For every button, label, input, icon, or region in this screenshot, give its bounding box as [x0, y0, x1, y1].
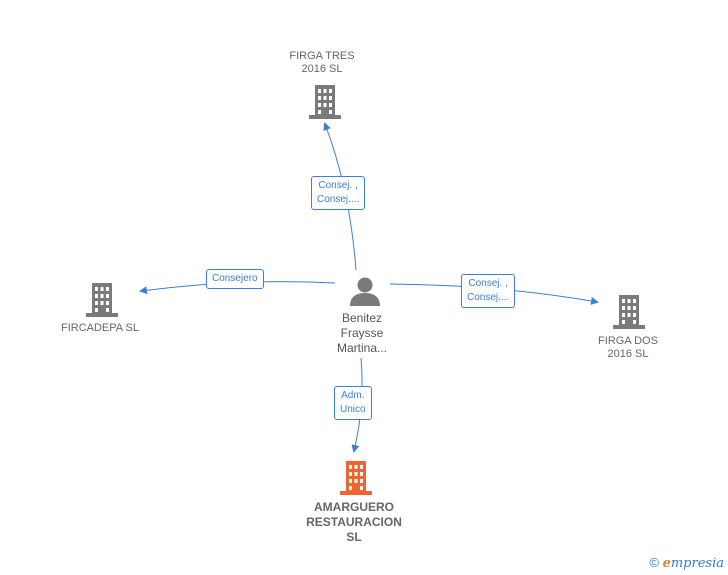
edge-label-left[interactable]: Consejero [206, 269, 264, 289]
brand-logo-rest: mpresia [670, 556, 724, 571]
edge-label-line: Consej. , [468, 278, 508, 289]
node-label-line: RESTAURACION [306, 515, 402, 529]
brand-logo-initial: e [662, 556, 671, 571]
edge-label-line: Consej.... [467, 292, 510, 303]
node-label-line: SL [346, 530, 362, 544]
node-label-fircadepa[interactable]: FIRCADEPA SL [40, 322, 160, 335]
node-label-line: FIRGA TRES [289, 50, 355, 62]
edge-label-top[interactable]: Consej. , Consej.... [311, 176, 366, 210]
person-icon[interactable] [349, 276, 381, 306]
person-label-line: Fraysse [340, 326, 384, 340]
node-label-line: 2016 SL [607, 348, 649, 360]
edge-label-line: Consejero [212, 273, 258, 284]
node-label-line: AMARGUERO [314, 500, 394, 514]
brand-logo: empresia [663, 556, 724, 571]
edge-label-bottom[interactable]: Adm. Unico [334, 386, 372, 420]
building-icon[interactable] [86, 283, 118, 317]
edge-label-line: Consej. , [318, 180, 358, 191]
building-icon[interactable] [309, 85, 341, 119]
building-icon[interactable] [340, 461, 372, 495]
person-label-line: Benitez [341, 311, 383, 325]
node-label-firga-dos[interactable]: FIRGA DOS 2016 SL [578, 335, 678, 361]
edge-label-line: Adm. [341, 390, 365, 401]
node-label-line: FIRGA DOS [598, 335, 658, 347]
footer-brand[interactable]: © empresia [649, 555, 724, 571]
node-label-amarguero[interactable]: AMARGUERO RESTAURACION SL [294, 500, 414, 545]
edge-label-right[interactable]: Consej. , Consej.... [461, 274, 516, 308]
building-icon[interactable] [613, 295, 645, 329]
node-label-line: 2016 SL [301, 63, 343, 75]
person-label-benitez[interactable]: Benitez Fraysse Martina... [312, 311, 412, 356]
edge-label-line: Unico [340, 404, 366, 415]
node-label-line: FIRCADEPA SL [60, 322, 140, 334]
node-label-firga-tres[interactable]: FIRGA TRES 2016 SL [272, 50, 372, 76]
person-label-line: Martina... [336, 341, 387, 355]
edge-label-line: Consej.... [317, 194, 360, 205]
copyright-icon: © [649, 555, 659, 570]
